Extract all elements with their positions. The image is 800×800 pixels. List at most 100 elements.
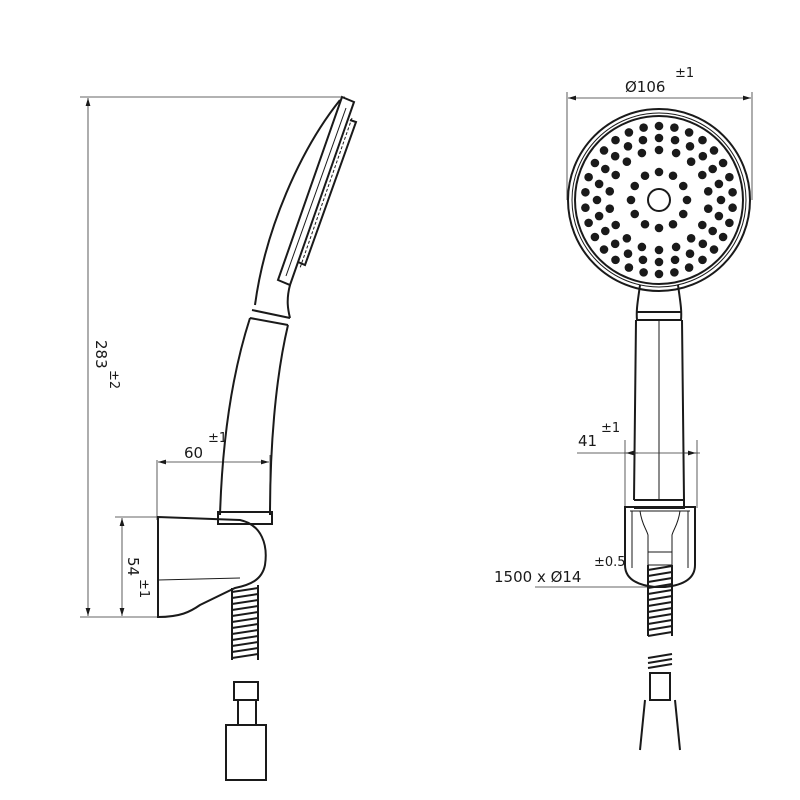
spray-nozzle xyxy=(654,269,664,279)
height-value: 283 xyxy=(92,340,110,369)
spray-nozzle xyxy=(698,151,708,161)
diameter-tolerance: ±1 xyxy=(675,66,694,81)
spray-nozzle xyxy=(708,226,717,236)
hose-coil xyxy=(231,593,259,599)
hose-coil xyxy=(231,617,259,623)
depth-value: 60 xyxy=(184,444,203,462)
hose-coil xyxy=(647,577,673,583)
spray-nozzle xyxy=(637,242,647,252)
spray-nozzle xyxy=(686,234,696,243)
hose-coil xyxy=(647,595,673,601)
spray-nozzle xyxy=(678,181,688,191)
spray-nozzle xyxy=(668,219,678,229)
hose-coil xyxy=(231,605,259,611)
side-view: 283 ±2 60 ±1 54 ±1 xyxy=(80,95,358,781)
spray-nozzle xyxy=(670,123,679,132)
spray-nozzle xyxy=(654,245,664,255)
spray-nozzle xyxy=(594,179,604,189)
spray-nozzle xyxy=(624,128,634,137)
hose-coil xyxy=(647,658,673,664)
spray-nozzle xyxy=(640,171,650,181)
hose-coil xyxy=(647,601,673,607)
spray-nozzle xyxy=(611,220,620,230)
spray-nozzle xyxy=(654,145,664,155)
spray-nozzle xyxy=(654,257,664,267)
hose-coil xyxy=(647,613,673,619)
hose-coil xyxy=(647,653,673,659)
hose-coil xyxy=(231,587,259,593)
hose-coil xyxy=(647,607,673,613)
spray-nozzle xyxy=(725,172,734,182)
shower-head-side xyxy=(254,95,358,319)
spray-nozzle xyxy=(622,157,632,166)
spray-face xyxy=(567,108,751,292)
spray-nozzle xyxy=(728,187,737,197)
spray-nozzle xyxy=(639,123,648,132)
spray-nozzle xyxy=(584,218,593,228)
spray-nozzle xyxy=(716,195,726,205)
hose-coil xyxy=(647,663,673,669)
hose-coil xyxy=(231,629,259,635)
spray-nozzle xyxy=(703,204,713,213)
hose-coil xyxy=(647,571,673,577)
hose-coil xyxy=(647,619,673,625)
spray-nozzle xyxy=(684,263,694,272)
spray-nozzle xyxy=(605,204,615,213)
spray-nozzle xyxy=(698,220,707,230)
spray-nozzle xyxy=(581,187,590,197)
width-value: 41 xyxy=(578,432,597,450)
spray-nozzle xyxy=(611,135,620,145)
handle-side xyxy=(217,309,291,525)
spray-nozzle xyxy=(626,195,636,205)
spray-nozzle xyxy=(590,158,600,168)
spray-nozzle xyxy=(654,223,664,233)
spray-nozzle xyxy=(670,135,680,145)
spray-nozzle xyxy=(623,249,633,258)
spray-nozzle xyxy=(624,263,634,272)
height-tolerance: ±2 xyxy=(106,370,121,389)
spray-nozzle xyxy=(714,211,724,221)
spray-nozzle xyxy=(725,218,734,228)
hose-coil xyxy=(231,635,259,641)
handle-front xyxy=(633,284,685,509)
spray-nozzle xyxy=(581,203,590,213)
spray-nozzle xyxy=(703,187,713,196)
spray-nozzle xyxy=(637,148,647,158)
front-view: Ø106 ±1 41 ±1 xyxy=(494,66,753,751)
spray-nozzle xyxy=(685,142,695,151)
spray-nozzle xyxy=(605,187,615,196)
spray-nozzle xyxy=(718,158,728,168)
spray-nozzle xyxy=(654,133,664,143)
spray-nozzle xyxy=(599,146,609,155)
hose-coil xyxy=(231,599,259,605)
spray-nozzle xyxy=(610,239,620,249)
spray-nozzle xyxy=(584,172,593,182)
spray-nozzle xyxy=(610,151,620,161)
spray-nozzle xyxy=(601,164,610,174)
hose-coil xyxy=(647,565,673,571)
spray-nozzle xyxy=(668,171,678,181)
spray-nozzle xyxy=(671,148,681,158)
hose-coil xyxy=(647,631,673,637)
spray-nozzle xyxy=(685,249,695,258)
spray-nozzle xyxy=(654,121,664,131)
spray-nozzle xyxy=(718,232,728,242)
spray-nozzle xyxy=(670,255,680,265)
spray-nozzle xyxy=(592,195,602,205)
spray-nozzle xyxy=(611,255,620,265)
hose-coil xyxy=(647,625,673,631)
spray-nozzle xyxy=(611,170,620,180)
spray-nozzle xyxy=(728,203,737,213)
hose-coil xyxy=(647,589,673,595)
hose-coil xyxy=(231,623,259,629)
wall-holder-side xyxy=(157,515,267,619)
spray-nozzle xyxy=(698,170,707,180)
spray-nozzle xyxy=(698,239,708,249)
spray-nozzle xyxy=(622,234,632,243)
spray-nozzle xyxy=(698,135,707,145)
spray-nozzle xyxy=(678,209,688,219)
spray-nozzle xyxy=(639,268,648,277)
spray-nozzle xyxy=(601,226,610,236)
hose-front xyxy=(639,565,681,751)
